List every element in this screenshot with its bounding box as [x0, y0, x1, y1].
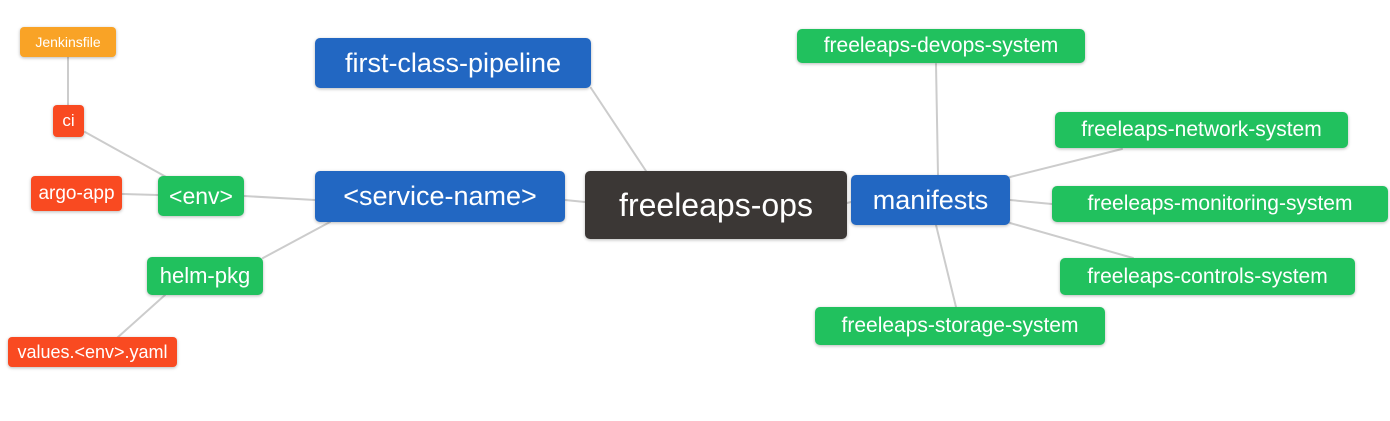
node-freeleaps-monitoring-system[interactable]: freeleaps-monitoring-system — [1052, 186, 1388, 222]
node-freeleaps-storage-system[interactable]: freeleaps-storage-system — [815, 307, 1105, 345]
edge-ci-env — [84, 131, 169, 179]
edge-manifests-monitoring — [1009, 199, 1053, 205]
node-argo-app-label: argo-app — [38, 182, 115, 204]
node-env-label: <env> — [169, 182, 233, 209]
node-service-name-label: <service-name> — [343, 181, 537, 211]
edge-root-manifests — [846, 201, 852, 204]
node-manifests-label: manifests — [872, 184, 989, 215]
node-freeleaps-ops-label: freeleaps-ops — [619, 186, 813, 223]
node-argo-app[interactable]: argo-app — [31, 176, 122, 211]
edge-manifests-devops — [935, 63, 939, 176]
node-ci[interactable]: ci — [53, 105, 84, 137]
node-service-name[interactable]: <service-name> — [315, 171, 565, 222]
node-values-env-yaml[interactable]: values.<env>.yaml — [8, 337, 177, 367]
edge-manifests-controls — [1009, 222, 1134, 259]
edge-fcp-root — [590, 87, 647, 172]
node-freeleaps-devops-system-label: freeleaps-devops-system — [823, 34, 1059, 57]
node-first-class-pipeline[interactable]: first-class-pipeline — [315, 38, 591, 88]
node-manifests[interactable]: manifests — [851, 175, 1010, 225]
node-jenkinsfile-label: Jenkinsfile — [35, 34, 101, 50]
edge-service-name-root — [564, 199, 586, 203]
node-ci-label: ci — [62, 111, 75, 130]
node-helm-pkg[interactable]: helm-pkg — [147, 257, 263, 295]
edge-manifests-storage — [935, 224, 957, 308]
node-env[interactable]: <env> — [158, 176, 244, 216]
node-freeleaps-storage-system-label: freeleaps-storage-system — [841, 314, 1079, 337]
node-freeleaps-network-system[interactable]: freeleaps-network-system — [1055, 112, 1348, 148]
edge-manifests-network — [1009, 148, 1123, 178]
node-freeleaps-controls-system[interactable]: freeleaps-controls-system — [1060, 258, 1355, 295]
node-jenkinsfile[interactable]: Jenkinsfile — [20, 27, 116, 57]
node-freeleaps-devops-system[interactable]: freeleaps-devops-system — [797, 29, 1085, 63]
node-freeleaps-monitoring-system-label: freeleaps-monitoring-system — [1087, 192, 1353, 215]
edge-helm-pkg-service-name — [262, 221, 331, 259]
node-first-class-pipeline-label: first-class-pipeline — [344, 47, 562, 78]
node-freeleaps-ops-root[interactable]: freeleaps-ops — [585, 171, 847, 239]
node-values-env-yaml-label: values.<env>.yaml — [17, 341, 168, 362]
node-freeleaps-network-system-label: freeleaps-network-system — [1081, 118, 1322, 141]
node-helm-pkg-label: helm-pkg — [159, 263, 251, 288]
node-freeleaps-controls-system-label: freeleaps-controls-system — [1087, 264, 1328, 288]
edge-argo-app-env — [121, 193, 159, 196]
edge-values-helm-pkg — [116, 294, 166, 339]
edge-env-service-name — [243, 195, 316, 201]
